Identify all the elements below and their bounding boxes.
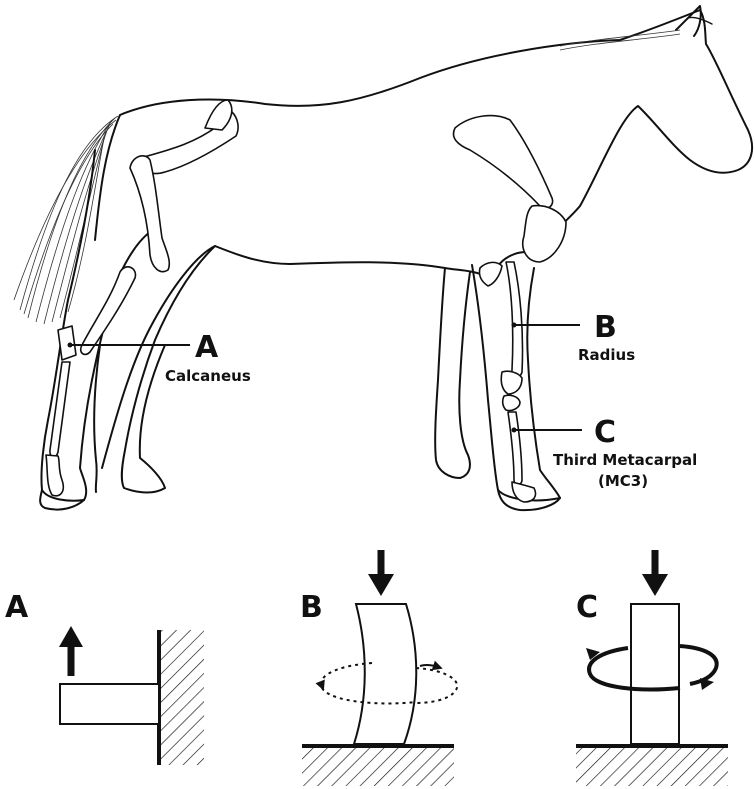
panel-b-letter: B [300, 590, 323, 625]
radius-bone [506, 262, 523, 377]
panel-c-compression-arrow [642, 550, 668, 596]
panel-c-ground-hatch [576, 746, 728, 786]
panel-c-letter: C [576, 590, 598, 625]
horse-skeleton [46, 100, 566, 502]
panel-b-compression-arrow [368, 550, 394, 596]
horse-body-outline [95, 10, 752, 468]
panel-c-column [631, 604, 679, 744]
label-a-name: Calcaneus [165, 367, 251, 385]
panel-b: B [300, 550, 457, 786]
label-a-letter: A [195, 330, 219, 365]
label-b-group: B Radius [512, 310, 636, 364]
panel-a: A [5, 590, 204, 765]
calcaneus-bone [58, 326, 76, 360]
label-c-name-line2: (MC3) [598, 472, 648, 490]
panel-b-ground-hatch [302, 746, 454, 786]
panel-b-column [354, 604, 416, 744]
panel-a-beam [60, 684, 159, 724]
label-b-letter: B [594, 310, 617, 345]
panel-a-force-arrow [59, 626, 83, 676]
panel-a-letter: A [5, 590, 29, 625]
label-b-name: Radius [578, 346, 635, 364]
label-c-letter: C [594, 415, 616, 450]
horse-tail [14, 116, 118, 324]
label-c-group: C Third Metacarpal (MC3) [512, 415, 698, 490]
horse-illustration [14, 6, 752, 510]
label-c-name-line1: Third Metacarpal [553, 451, 697, 469]
third-metacarpal-bone [508, 412, 522, 485]
panel-c: C [576, 550, 728, 786]
panel-a-wall-hatch [159, 630, 204, 765]
